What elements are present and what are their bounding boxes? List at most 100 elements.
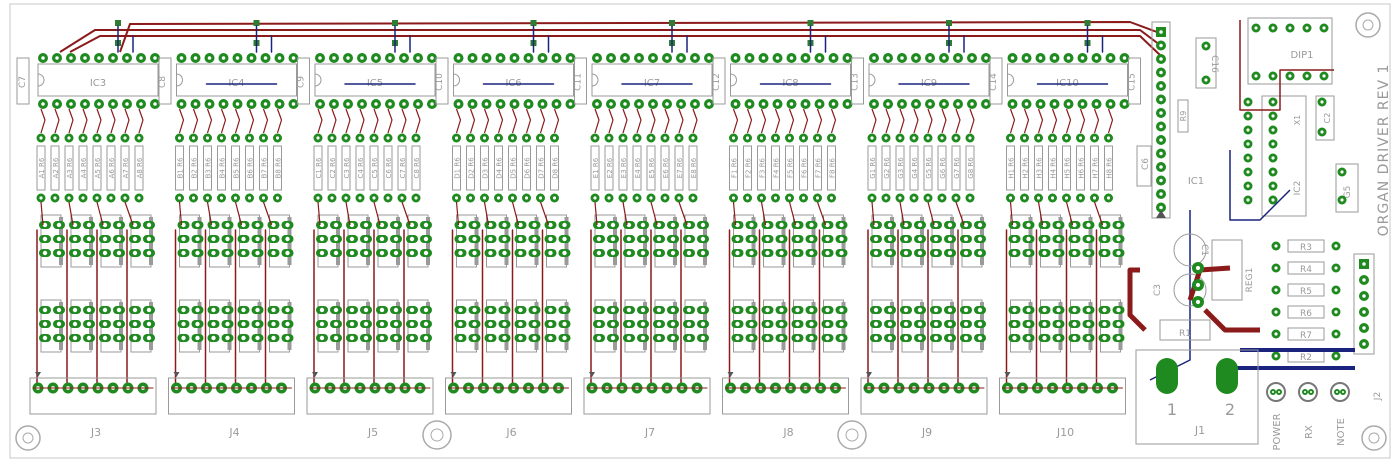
resistor-label: B4 R6 [219, 157, 227, 178]
transistor-pad-drill [610, 236, 616, 242]
transistor-pad-drill [933, 250, 939, 256]
transistor-pad-drill [1026, 321, 1031, 327]
transistor-pad-drill [423, 236, 429, 242]
transistor-pad-drill [319, 250, 325, 256]
transistor-pad-drill [333, 250, 339, 256]
led-outline [1266, 382, 1286, 402]
connector-outline [29, 377, 157, 415]
transistor-pad-drill [102, 222, 108, 228]
resistor-pad-top-drill [621, 136, 625, 140]
resistor-pad-bottom-drill [344, 196, 348, 200]
transistor-pad-drill [319, 236, 325, 242]
ic-notch [1007, 73, 1014, 87]
resistor-pad-bottom-drill [482, 196, 487, 200]
ic-pin-bottom-drill [747, 102, 752, 106]
c3-label: C3 [1153, 284, 1163, 296]
resistor-pad-bottom-drill [123, 196, 127, 200]
ic-pin-top-drill [817, 56, 822, 60]
resistor-pad-top-drill [67, 136, 71, 140]
ic1-pin-drill [1159, 151, 1163, 156]
transistor-pad-drill [409, 307, 415, 313]
connector-outline [306, 377, 434, 415]
ic-pin-top-drill [845, 56, 850, 60]
resistor-label: H5 R6 [1064, 157, 1072, 179]
resistor-pad-bottom-drill [1092, 196, 1097, 200]
led-pad-drill [1309, 390, 1313, 394]
ic2-pin-drill [1246, 114, 1250, 118]
resistor-trace [913, 108, 919, 134]
transistor-pad-drill [749, 335, 754, 341]
transistor-pad-drill [225, 222, 230, 228]
ic-pin-bottom-drill [402, 102, 406, 106]
transistor-pad-drill [610, 222, 616, 228]
ic-pin-top-drill [1122, 56, 1127, 60]
ic-pin-top-drill [193, 56, 198, 60]
transistor-pad-drill [319, 321, 325, 327]
transistor-pad-drill [873, 236, 879, 242]
gate-trace [622, 201, 628, 226]
transistor-pad-drill [1056, 236, 1061, 242]
ic-pin-top-drill [526, 56, 531, 60]
transistor-pad-drill [977, 222, 983, 228]
ic2-pin-drill [1271, 114, 1275, 118]
resistor-body [1090, 145, 1099, 191]
resistor-pad-bottom-drill [454, 196, 459, 200]
ic-pin-bottom-drill [637, 102, 641, 106]
c16-pad-drill [1204, 44, 1208, 48]
resistor-trace [1093, 108, 1100, 134]
resistor-body [536, 145, 545, 191]
resistor-pad-drill [1334, 266, 1338, 270]
cap-outline [435, 57, 449, 105]
ic-pin-top-drill [139, 56, 143, 60]
transistor-pad-drill [795, 236, 800, 242]
resistor-pad-top-drill [1078, 136, 1083, 140]
resistor-pad-bottom-drill [39, 196, 43, 200]
resistor-body [550, 145, 559, 191]
ic-notch [868, 73, 876, 87]
transistor-pad-drill [393, 236, 399, 242]
resistor-pad-top-drill [316, 136, 320, 140]
transistor-pad-drill [472, 250, 477, 256]
transistor-pad-drill [116, 321, 122, 327]
power-trace [1127, 267, 1147, 332]
resistor-pad-bottom-drill [1064, 196, 1069, 200]
transistor-pad-drill [779, 250, 784, 256]
transistor-pad-drill [825, 307, 830, 313]
transistor-pad-drill [809, 307, 814, 313]
resistor-label: G2 R6 [883, 157, 891, 179]
resistor-body [660, 145, 670, 191]
transistor-pad-drill [195, 222, 200, 228]
resistor-pad-bottom-drill [510, 196, 515, 200]
transistor-pad-drill [873, 335, 879, 341]
resistor-body [923, 145, 933, 191]
ic-pin-bottom-drill [665, 102, 669, 106]
resistor-pad-top-drill [731, 136, 736, 140]
transistor-pad-drill [42, 321, 48, 327]
resistor-trace [1107, 108, 1114, 134]
resistor-body [383, 145, 393, 191]
resistor-trace [1065, 108, 1072, 134]
gate-trace [871, 201, 875, 226]
ic1-label: IC1 [1188, 176, 1204, 187]
resistor-trace [345, 108, 351, 134]
resistor-trace [525, 108, 532, 134]
transistor-pad-drill [132, 236, 138, 242]
resistor-body [120, 145, 130, 191]
transistor-pad-drill [686, 321, 692, 327]
transistor-pad-drill [423, 222, 429, 228]
transistor-pad-drill [1102, 335, 1107, 341]
resistor-pad-top-drill [745, 136, 750, 140]
resistor-pad-top-drill [344, 136, 348, 140]
transistor-pad-drill [735, 236, 740, 242]
gate-trace [96, 201, 104, 226]
ic-pin-top-drill [291, 56, 296, 60]
transistor-pad-drill [532, 236, 537, 242]
transistor-pad-drill [795, 307, 800, 313]
resistor-label: F6 R6 [801, 157, 809, 178]
transistor-pad-drill [102, 335, 108, 341]
resistor-body [78, 145, 88, 191]
dip-pin-drill [1322, 74, 1326, 78]
led-outline [1330, 382, 1350, 402]
transistor-pad-drill [181, 321, 186, 327]
